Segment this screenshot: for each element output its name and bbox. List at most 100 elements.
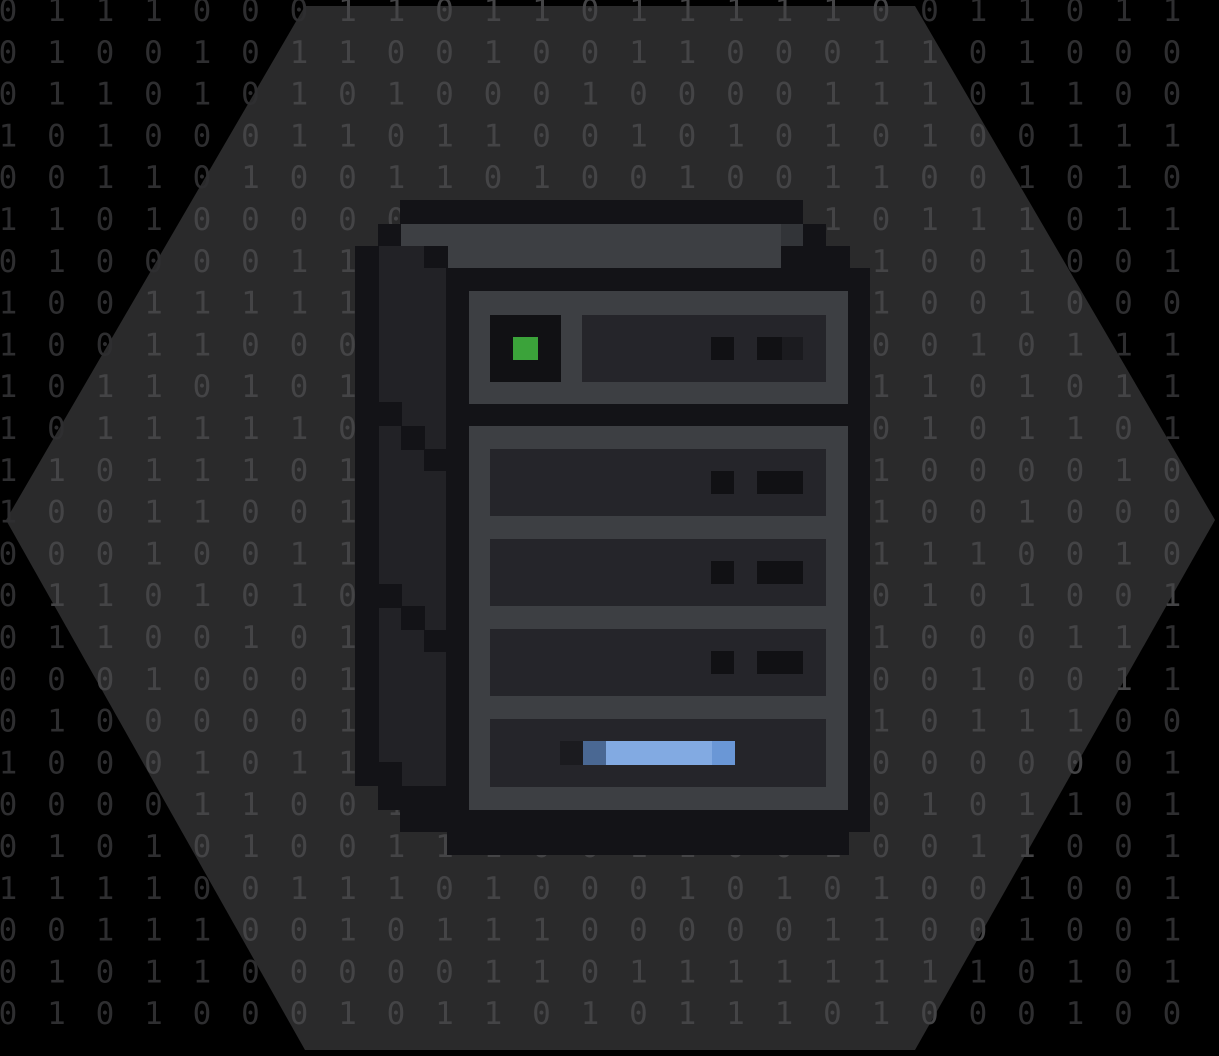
binary-digit: 0 xyxy=(0,662,17,698)
binary-digit: 0 xyxy=(290,913,309,949)
binary-digit: 0 xyxy=(532,77,551,113)
binary-digit: 1 xyxy=(193,411,212,447)
binary-digit: 1 xyxy=(969,704,988,740)
binary-digit: 0 xyxy=(144,787,163,823)
binary-digit: 1 xyxy=(1163,829,1182,865)
binary-digit: 0 xyxy=(96,244,115,280)
binary-digit: 0 xyxy=(1066,536,1085,572)
binary-digit: 0 xyxy=(290,160,309,196)
binary-digit: 0 xyxy=(241,35,260,71)
binary-digit: 0 xyxy=(823,35,842,71)
binary-digit: 1 xyxy=(823,160,842,196)
binary-digit: 1 xyxy=(1017,286,1036,322)
binary-digit: 1 xyxy=(920,954,939,990)
binary-digit: 0 xyxy=(1114,578,1133,614)
binary-digit: 0 xyxy=(920,829,939,865)
binary-digit: 1 xyxy=(144,327,163,363)
binary-digit: 0 xyxy=(144,118,163,154)
binary-digit: 0 xyxy=(1066,745,1085,781)
binary-digit: 1 xyxy=(1163,369,1182,405)
binary-digit: 0 xyxy=(241,954,260,990)
binary-digit: 1 xyxy=(1017,411,1036,447)
binary-digit: 0 xyxy=(775,118,794,154)
binary-digit: 0 xyxy=(1066,829,1085,865)
binary-digit: 0 xyxy=(678,913,697,949)
binary-digit: 1 xyxy=(775,954,794,990)
server-tower-icon xyxy=(355,200,870,855)
binary-digit: 1 xyxy=(678,954,697,990)
binary-digit: 0 xyxy=(872,327,891,363)
binary-digit: 1 xyxy=(338,286,357,322)
binary-digit: 1 xyxy=(1017,369,1036,405)
binary-digit: 1 xyxy=(241,787,260,823)
drive-indicator-wide xyxy=(757,561,803,584)
binary-digit: 1 xyxy=(1163,118,1182,154)
binary-digit: 0 xyxy=(241,327,260,363)
binary-digit: 1 xyxy=(290,871,309,907)
binary-digit: 1 xyxy=(1163,327,1182,363)
binary-digit: 1 xyxy=(144,0,163,29)
binary-digit: 1 xyxy=(435,996,454,1032)
binary-digit: 0 xyxy=(920,913,939,949)
binary-digit: 0 xyxy=(0,704,17,740)
binary-digit: 1 xyxy=(823,0,842,29)
binary-digit: 1 xyxy=(484,996,503,1032)
binary-digit: 0 xyxy=(581,160,600,196)
binary-digit: 0 xyxy=(1114,704,1133,740)
binary-digit: 1 xyxy=(920,369,939,405)
binary-digit: 0 xyxy=(193,0,212,29)
binary-digit: 1 xyxy=(144,829,163,865)
binary-digit: 1 xyxy=(1163,620,1182,656)
binary-digit: 1 xyxy=(1017,495,1036,531)
binary-digit: 0 xyxy=(920,0,939,29)
side-seam xyxy=(401,606,425,630)
binary-digit: 0 xyxy=(241,578,260,614)
binary-digit: 1 xyxy=(290,286,309,322)
binary-digit: 0 xyxy=(1114,829,1133,865)
binary-digit: 0 xyxy=(920,662,939,698)
binary-digit: 1 xyxy=(144,160,163,196)
binary-digit: 1 xyxy=(144,453,163,489)
binary-digit: 0 xyxy=(47,160,66,196)
binary-digit: 1 xyxy=(872,495,891,531)
binary-digit: 0 xyxy=(96,286,115,322)
binary-digit: 0 xyxy=(969,244,988,280)
binary-digit: 1 xyxy=(96,118,115,154)
server-top-outline xyxy=(400,200,803,228)
binary-digit: 0 xyxy=(193,620,212,656)
binary-digit: 0 xyxy=(920,244,939,280)
binary-digit: 0 xyxy=(338,411,357,447)
binary-digit: 0 xyxy=(1066,495,1085,531)
binary-digit: 0 xyxy=(96,662,115,698)
binary-digit: 1 xyxy=(193,35,212,71)
binary-digit: 0 xyxy=(47,327,66,363)
binary-digit: 1 xyxy=(1114,202,1133,238)
side-seam xyxy=(424,630,446,652)
binary-digit: 0 xyxy=(1114,35,1133,71)
binary-digit: 1 xyxy=(532,160,551,196)
binary-digit: 0 xyxy=(241,996,260,1032)
binary-digit: 0 xyxy=(920,620,939,656)
binary-digit: 1 xyxy=(823,118,842,154)
binary-digit: 0 xyxy=(1017,118,1036,154)
binary-digit: 1 xyxy=(0,118,17,154)
binary-digit: 0 xyxy=(629,77,648,113)
binary-digit: 1 xyxy=(969,662,988,698)
side-seam xyxy=(424,449,446,471)
binary-digit: 0 xyxy=(96,954,115,990)
binary-digit: 1 xyxy=(1066,327,1085,363)
binary-digit: 1 xyxy=(338,453,357,489)
binary-digit: 1 xyxy=(290,411,309,447)
binary-digit: 0 xyxy=(0,578,17,614)
binary-digit: 1 xyxy=(144,495,163,531)
binary-digit: 0 xyxy=(1163,704,1182,740)
binary-digit: 1 xyxy=(484,871,503,907)
binary-digit: 0 xyxy=(0,913,17,949)
binary-digit: 0 xyxy=(144,704,163,740)
binary-digit: 0 xyxy=(1066,244,1085,280)
binary-digit: 1 xyxy=(872,369,891,405)
binary-digit: 1 xyxy=(144,536,163,572)
binary-digit: 0 xyxy=(920,453,939,489)
binary-digit: 0 xyxy=(872,787,891,823)
